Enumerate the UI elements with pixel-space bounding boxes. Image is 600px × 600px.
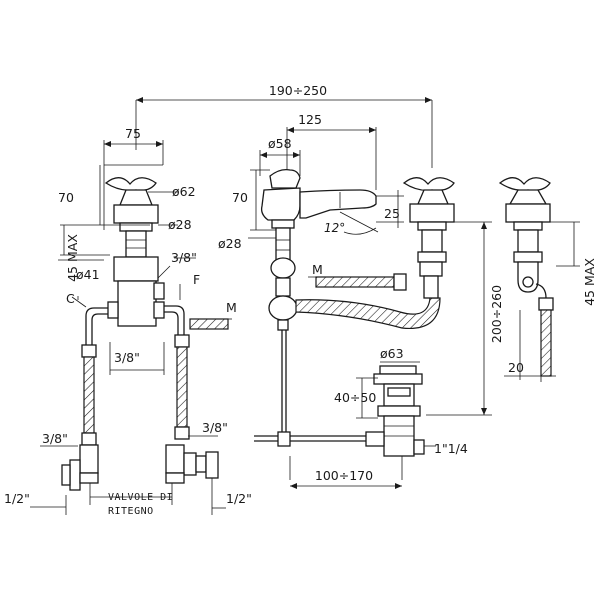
label-height-70-left: 70: [58, 190, 74, 205]
label-dim-100-170: 100÷170: [315, 468, 373, 483]
label-45-max-left: 45 MAX: [65, 234, 80, 282]
pop-up-drain: [254, 365, 425, 489]
label-thread-114: 1"1/4: [434, 441, 468, 456]
label-dim-200-260: 200÷260: [489, 285, 504, 343]
label-dia-58: ø58: [268, 136, 292, 151]
label-thread-38-low-right: 3/8": [202, 420, 228, 435]
label-thread-38-top: 3/8": [171, 250, 197, 265]
label-f: F: [193, 272, 200, 287]
dim-center-distance: 190÷250: [135, 83, 433, 168]
label-dia-28-left: ø28: [168, 217, 192, 232]
right-tap-side: 45 MAX 20: [498, 177, 597, 382]
label-thread-38-mid: 3/8": [114, 350, 140, 365]
label-dim-20: 20: [508, 360, 524, 375]
label-angle: 12°: [324, 221, 345, 235]
label-45-max-right: 45 MAX: [582, 258, 597, 306]
center-spout-view: M: [218, 112, 468, 489]
right-tap-front: 200÷260: [402, 177, 504, 416]
label-center-distance: 190÷250: [269, 83, 327, 98]
label-valve-line2: RITEGNO: [108, 506, 154, 517]
left-tap-view: M: [4, 126, 252, 517]
label-dim-40-50: 40÷50: [334, 390, 376, 405]
label-m-left: M: [226, 300, 237, 315]
check-valve-right: [165, 444, 219, 484]
label-dia-41: ø41: [76, 267, 100, 282]
label-m-mid: M: [312, 262, 323, 277]
label-c: C: [66, 291, 75, 306]
label-dia-63: ø63: [380, 346, 404, 361]
label-thread-12-right: 1/2": [226, 491, 252, 506]
label-dim-25: 25: [384, 206, 400, 221]
label-dia-62: ø62: [172, 184, 196, 199]
label-spout-reach: 125: [298, 112, 322, 127]
label-thread-12-left: 1/2": [4, 491, 30, 506]
label-width-75: 75: [125, 126, 141, 141]
label-valve-line1: VALVOLE DI: [108, 492, 173, 503]
label-thread-38-low-left: 3/8": [42, 431, 68, 446]
label-dia-28-mid: ø28: [218, 236, 242, 251]
check-valve-left: [61, 444, 99, 491]
label-height-70-mid: 70: [232, 190, 248, 205]
